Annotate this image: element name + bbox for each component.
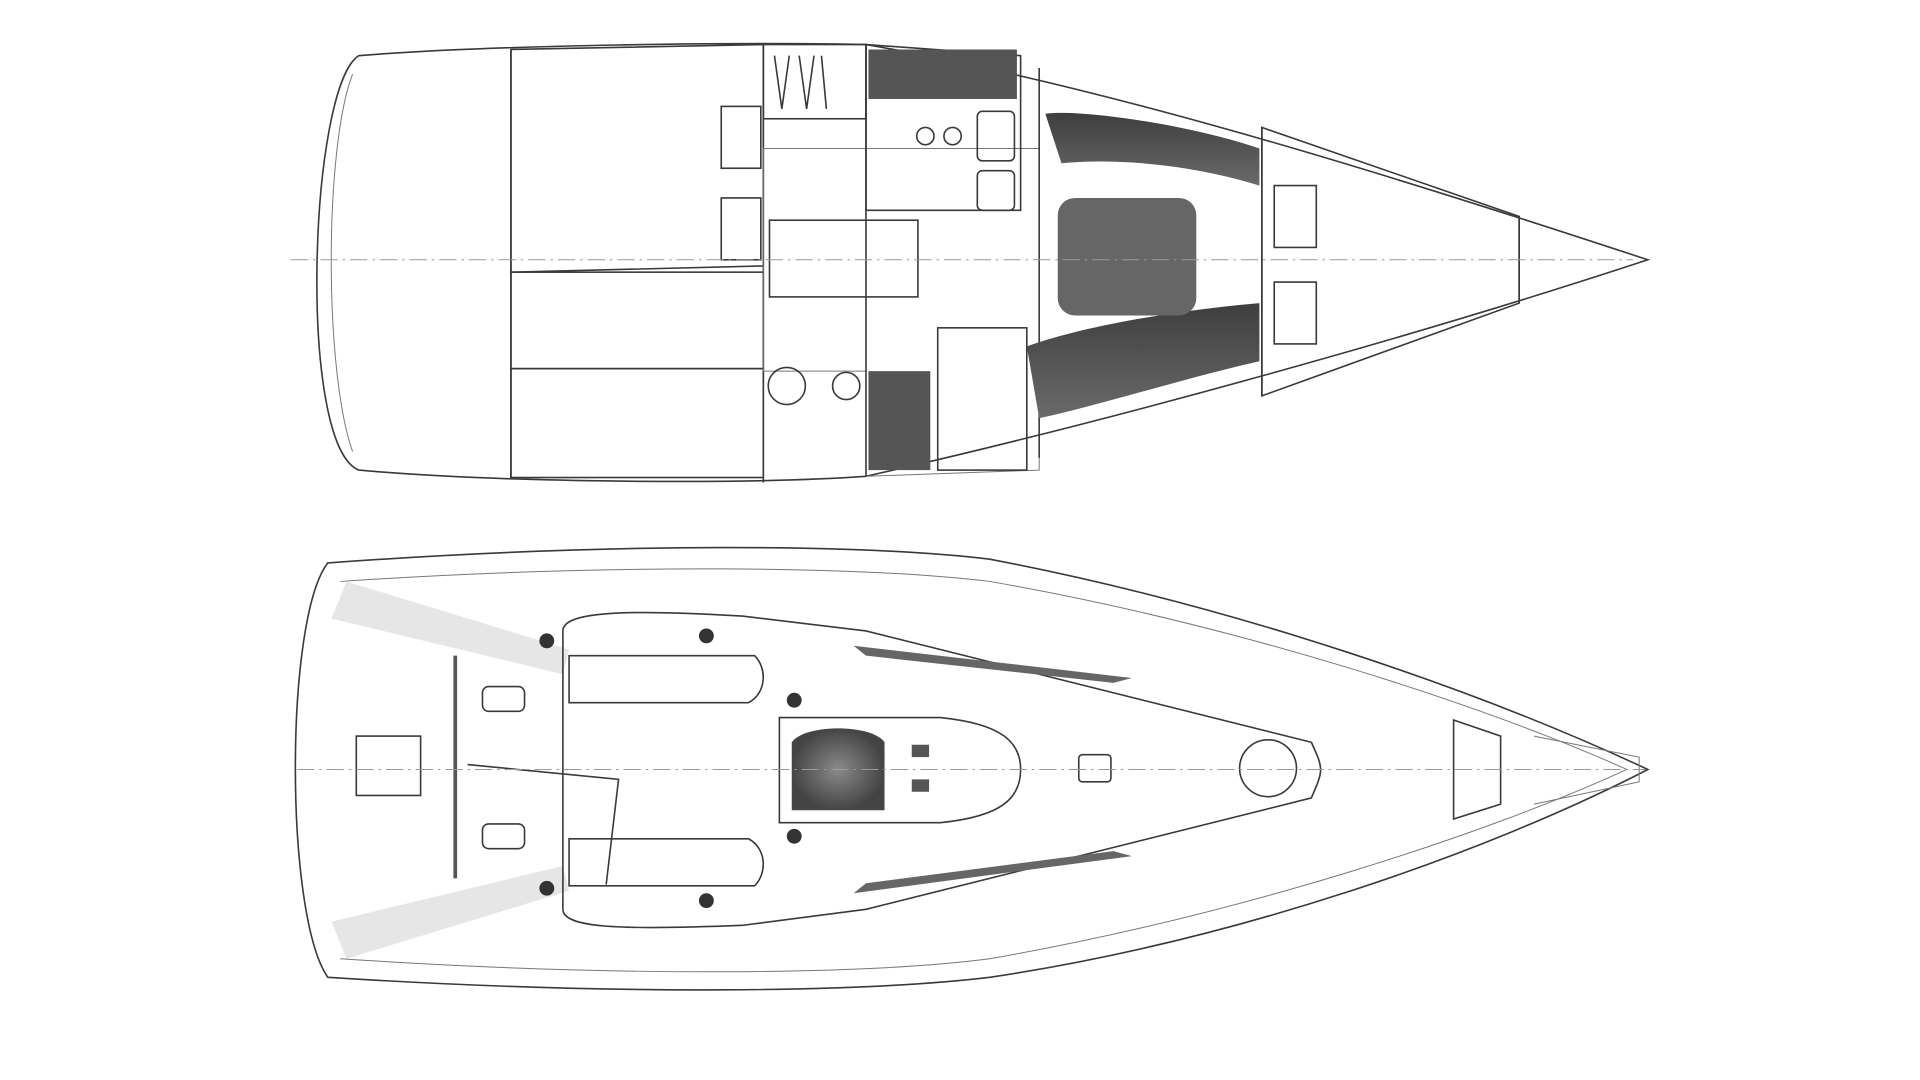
transom-inner-line — [330, 74, 354, 452]
winch-icon — [786, 692, 802, 708]
stove-burner-icon — [915, 126, 935, 146]
pillow — [1273, 281, 1318, 345]
settee-cushion-port — [1045, 112, 1260, 186]
locker-lid — [481, 685, 526, 713]
steps-icon — [773, 55, 828, 109]
stove-burner-icon — [943, 126, 963, 146]
forward-hatch — [1238, 738, 1298, 798]
cockpit-seat-port — [568, 654, 764, 704]
side-deck-port — [331, 581, 570, 675]
winches — [539, 628, 802, 909]
washbasin-icon — [831, 371, 861, 401]
cockpit-outline — [562, 611, 1322, 929]
sink — [976, 169, 1016, 212]
toilet-icon — [767, 366, 807, 406]
aft-locker-2 — [510, 367, 765, 479]
winch-block — [911, 744, 930, 758]
locker-lid — [481, 823, 526, 850]
engine-box — [768, 219, 919, 298]
deck-plan-view — [294, 546, 1650, 991]
pillow — [1273, 184, 1318, 249]
pillow — [720, 105, 762, 170]
side-deck-starboard — [331, 865, 570, 959]
winch-icon — [698, 893, 714, 909]
winch-block — [911, 779, 930, 792]
deck-hull-outline — [294, 546, 1650, 991]
settee-cushion-starboard — [1026, 303, 1260, 419]
genoa-track-starboard — [853, 851, 1132, 894]
forward-cabin-berth — [1261, 126, 1520, 398]
stern-hatch — [355, 735, 422, 797]
galley-top-dark — [868, 49, 1017, 99]
interior-hull-outline — [316, 42, 1651, 483]
pillow — [720, 197, 762, 261]
genoa-track-port — [853, 645, 1132, 683]
chart-table-seat — [868, 371, 931, 471]
deck-hatch-small — [1077, 753, 1112, 783]
saloon-table — [1057, 197, 1197, 316]
sink — [976, 110, 1016, 162]
aft-locker-1 — [510, 271, 765, 370]
winch-icon — [786, 828, 802, 844]
interior-layout-view — [290, 42, 1651, 483]
winch-icon — [539, 633, 555, 649]
bow-pulpit — [1533, 735, 1640, 805]
aft-cabin-bunk-port — [510, 43, 765, 273]
winch-icon — [698, 628, 714, 644]
bow-anchor-locker — [1452, 718, 1502, 821]
chart-table — [936, 327, 1028, 471]
winch-icon — [539, 880, 555, 896]
cockpit-seat-starboard — [568, 837, 764, 887]
